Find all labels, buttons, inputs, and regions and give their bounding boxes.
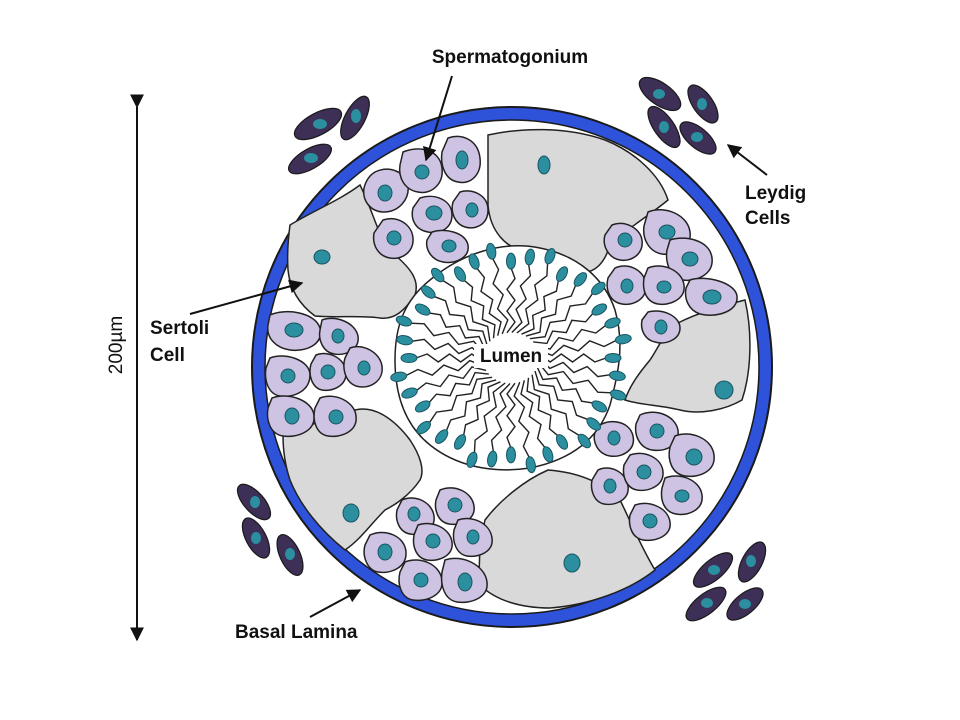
sperm-head — [390, 371, 408, 382]
sperm-tail — [533, 312, 594, 345]
sperm-head — [431, 267, 445, 283]
sperm-tail — [525, 284, 577, 337]
lumen-label-backdrop — [474, 344, 548, 368]
sperm-tail — [516, 262, 549, 334]
sperm-tail — [506, 382, 516, 449]
sertoli-label-line2: Cell — [150, 345, 185, 366]
sperm-tail — [538, 357, 611, 378]
sertoli-nucleus — [342, 503, 360, 523]
sperm-head — [453, 266, 467, 282]
leydig-arrow — [726, 144, 768, 176]
sperm-tail — [491, 257, 509, 335]
sperm-head — [453, 434, 467, 450]
sperm-tail — [411, 338, 484, 359]
sperm-tail — [526, 377, 559, 437]
sperm-tail — [473, 382, 506, 454]
sperm-head — [544, 248, 556, 265]
sperm-head — [542, 446, 554, 463]
sperm-tail — [405, 359, 485, 377]
sperm-head — [506, 446, 516, 464]
leydig-nuclei — [250, 89, 756, 609]
sperm-head — [401, 387, 418, 399]
sperm-tail — [441, 279, 491, 342]
basal-lamina-arrow — [309, 589, 362, 618]
sperm-head — [414, 400, 431, 413]
sperm-tail — [531, 374, 581, 437]
sperm-head — [466, 451, 478, 468]
sperm-head — [486, 242, 497, 260]
sperm-head — [555, 434, 569, 450]
sertoli-nuclei — [313, 155, 734, 573]
sperm-head — [577, 433, 591, 449]
sertoli-nucleus — [563, 553, 581, 573]
sperm-tail — [506, 267, 516, 334]
sperm-tail — [520, 380, 547, 449]
sperm-head — [604, 353, 622, 363]
sperm-head — [608, 370, 626, 381]
sperm-tail — [415, 366, 487, 392]
sperm-tail — [537, 339, 617, 357]
sperm-tail — [428, 312, 486, 350]
sertoli-label-line1: Sertoli — [150, 318, 209, 339]
spermatozoa — [390, 242, 632, 474]
germ-cells — [264, 135, 738, 604]
sperm-tail — [462, 381, 501, 437]
sperm-tail — [538, 353, 607, 363]
sperm-tail — [535, 324, 607, 350]
sperm-tail — [445, 379, 497, 432]
leydig-label-line2: Cells — [745, 208, 790, 229]
sperm-tail — [433, 295, 488, 346]
sperm-head — [591, 400, 608, 413]
sperm-head — [604, 317, 621, 329]
sperm-head — [487, 450, 498, 468]
basal-lamina-label: Basal Lamina — [235, 622, 358, 643]
leydig-label-line1: Leydig — [745, 183, 806, 204]
sperm-tail — [529, 292, 594, 340]
sperm-tail — [428, 376, 493, 424]
sperm-head — [525, 456, 536, 474]
sperm-head — [396, 335, 414, 346]
sperm-tail — [534, 370, 589, 421]
sperm-tail — [513, 381, 531, 459]
spermatogonium-arrow — [423, 75, 453, 162]
sperm-tail — [521, 279, 560, 335]
sperm-head — [573, 272, 588, 287]
sperm-head — [400, 353, 418, 363]
sperm-head — [591, 281, 606, 296]
sperm-tail — [428, 371, 489, 404]
spermatogonium-label: Spermatogonium — [432, 47, 588, 68]
sperm-head — [524, 248, 535, 266]
germ-cell-nuclei — [280, 150, 722, 592]
sperm-tail — [490, 383, 511, 453]
sperm-head — [468, 253, 480, 270]
sertoli-nucleus — [313, 249, 331, 265]
sperm-tail — [536, 366, 594, 404]
sperm-head — [609, 389, 627, 401]
sperm-tail — [415, 353, 484, 363]
sperm-head — [614, 334, 632, 345]
sperm-head — [434, 429, 449, 444]
sperm-head — [555, 266, 569, 282]
sertoli-cell-lower-left — [282, 408, 423, 551]
scale-label: 200µm — [106, 316, 127, 374]
sperm-tail — [463, 279, 496, 339]
sperm-head — [591, 303, 608, 316]
sperm-head — [421, 285, 436, 299]
sperm-tail — [410, 322, 484, 354]
lumen-label: Lumen — [480, 346, 542, 367]
sertoli-arrow — [189, 279, 304, 315]
sertoli-nucleus — [537, 155, 551, 175]
sperm-tail — [511, 263, 532, 333]
sperm-head — [416, 420, 431, 435]
sperm-head — [395, 315, 413, 327]
sperm-head — [586, 417, 601, 431]
sertoli-cells — [282, 128, 751, 609]
sperm-tail — [538, 362, 612, 394]
sperm-head — [506, 252, 516, 270]
sertoli-nucleus — [714, 380, 734, 400]
sperm-tail — [475, 267, 502, 336]
sperm-head — [414, 303, 431, 316]
